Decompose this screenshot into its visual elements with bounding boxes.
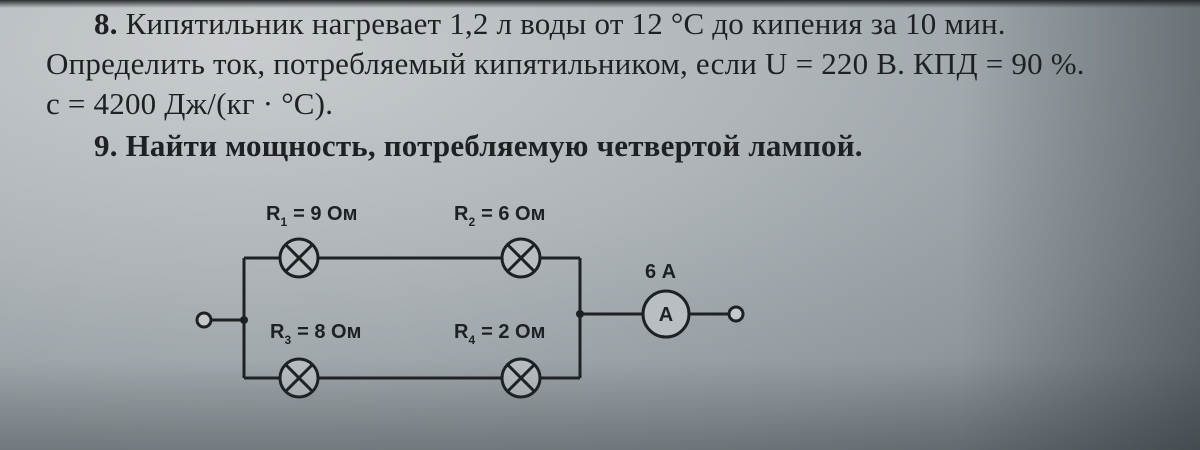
problem-9-line-1: 9. Найти мощность, потребляемую четверто… <box>94 128 863 164</box>
problem-8-text-1: Кипятильник нагревает 1,2 л воды от 12 °… <box>125 6 1006 41</box>
lamp-r3-icon <box>278 357 320 399</box>
lamp-r4-label: R4= 2 Ом <box>454 321 545 347</box>
input-terminal <box>195 311 213 329</box>
problem-9-number: 9. <box>94 128 118 163</box>
junction-right <box>576 310 584 318</box>
lamp-r1-icon <box>278 237 320 279</box>
lamp-r3-label: R3= 8 Ом <box>270 321 361 347</box>
problem-9-text-1: Найти мощность, потребляемую четвертой л… <box>125 128 863 163</box>
problem-8-line-1: 8. Кипятильник нагревает 1,2 л воды от 1… <box>94 6 1006 42</box>
problem-8-number: 8. <box>94 6 118 41</box>
photo-shadow-bottom <box>0 360 1200 450</box>
ammeter-reading: 6 А <box>645 261 676 283</box>
output-terminal <box>727 305 745 323</box>
photo-shadow-right <box>960 0 1200 450</box>
ammeter-symbol: A <box>659 304 673 326</box>
problem-8-line-2: Определить ток, потребляемый кипятильник… <box>46 46 1085 82</box>
lamp-r1-label: R1= 9 Ом <box>266 203 357 229</box>
junction-left <box>240 316 248 324</box>
lamp-r2-label: R2= 6 Ом <box>454 203 545 229</box>
lamp-r4-icon <box>500 357 542 399</box>
lamp-r2-icon <box>500 237 542 279</box>
problem-8-line-3: с = 4200 Дж/(кг · °С). <box>46 86 333 122</box>
ammeter-icon: A <box>641 289 691 339</box>
problem-8-text-3: с = 4200 Дж/(кг · °С). <box>46 86 334 121</box>
problem-8-text-2: Определить ток, потребляемый кипятильник… <box>46 46 1085 81</box>
page-edge-shadow <box>0 0 1200 8</box>
